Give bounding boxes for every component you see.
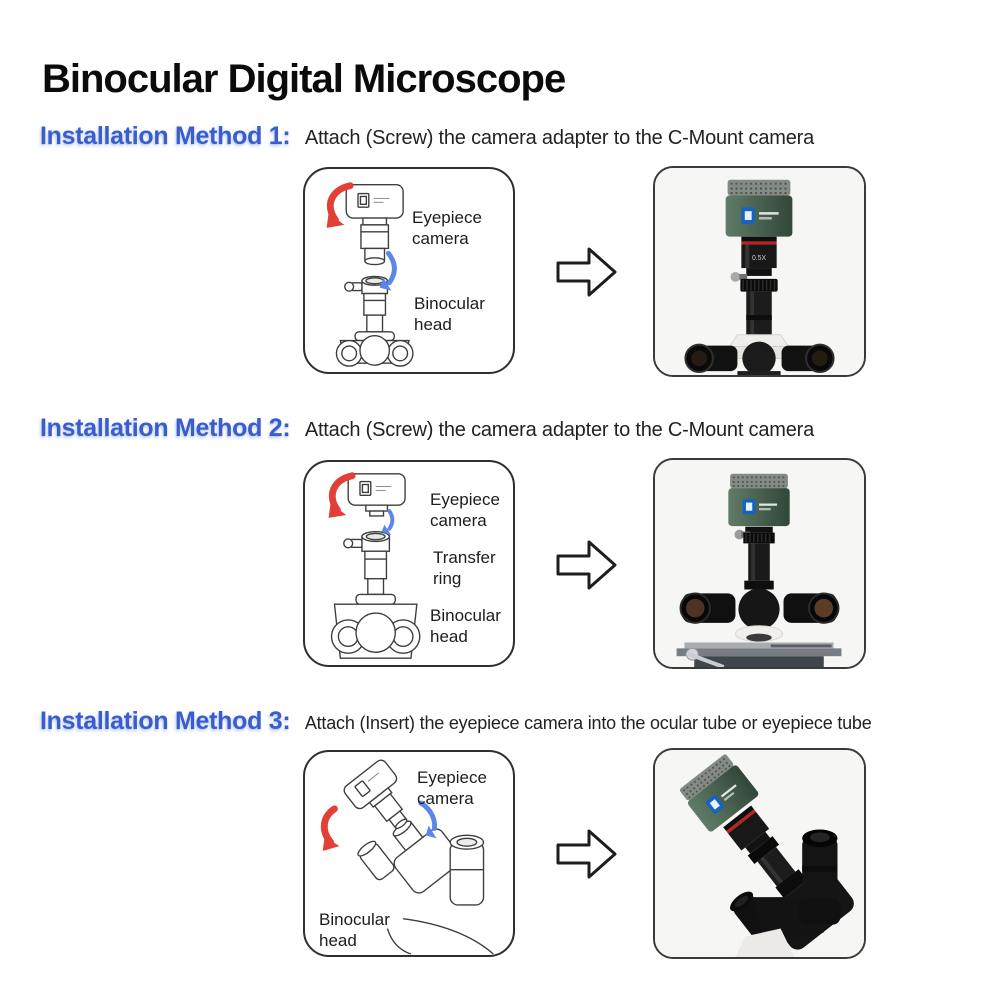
second-eyepiece-tube-photo: [799, 829, 841, 925]
photo-3-camera-in-eyepiece-tube: [655, 750, 864, 957]
label-eyepiece-camera: Eyepiece camera: [412, 208, 482, 248]
right-arrow-icon: [556, 829, 617, 879]
camera-adapter-photo: [734, 526, 775, 590]
diagram-3-drawing: [320, 759, 494, 955]
section-1-heading: Installation Method 1:: [40, 122, 291, 150]
photo-box-2: [653, 458, 866, 669]
insert-arrow-icon: [379, 250, 397, 291]
microscope-stage-photo: [676, 642, 842, 667]
eyepiece-camera-photo: [724, 178, 794, 238]
section-2-description: Attach (Screw) the camera adapter to the…: [304, 419, 815, 441]
insert-arrow-icon: [381, 509, 395, 536]
diagram-2-drawing: [328, 472, 421, 659]
right-arrow-icon: [556, 247, 617, 297]
microscope-arm-photo: [735, 928, 795, 957]
binocular-head-photo: [679, 588, 840, 642]
label-binocular-head: Binocular head: [414, 294, 485, 334]
rotate-arrow-icon: [326, 182, 354, 228]
label-binocular-head: Binocular head: [319, 910, 390, 950]
camera-adapter-photo: 0.5X: [730, 236, 778, 345]
label-eyepiece-camera: Eyepiece camera: [417, 768, 487, 808]
photo-box-1: 0.5X: [653, 166, 866, 377]
section-2-heading-row: Installation Method 2: Attach (Screw) th…: [40, 414, 814, 443]
diagram-box-1: Eyepiece camera Binocular head: [303, 167, 515, 374]
photo-box-3: [653, 748, 866, 959]
label-binocular-head: Binocular head: [430, 606, 501, 646]
section-3-description: Attach (Insert) the eyepiece camera into…: [304, 713, 872, 733]
eyepiece-camera-photo: [727, 472, 791, 527]
label-transfer-ring: Transfer ring: [433, 548, 496, 588]
adapter-marking: 0.5X: [752, 255, 767, 262]
label-eyepiece-camera: Eyepiece camera: [430, 490, 500, 530]
diagram-1-drawing: [326, 182, 414, 367]
section-1-description: Attach (Screw) the camera adapter to the…: [304, 127, 815, 149]
eyepiece-camera-photo: [676, 751, 799, 891]
photo-1-camera-on-binocular-head: 0.5X: [655, 168, 864, 375]
section-2-heading: Installation Method 2:: [40, 414, 291, 442]
diagram-box-2: Eyepiece camera Transfer ring Binocular …: [303, 460, 515, 667]
diagram-box-3: Eyepiece camera Binocular head: [303, 750, 515, 957]
section-3-heading-row: Installation Method 3: Attach (Insert) t…: [40, 707, 872, 736]
section-3-heading: Installation Method 3:: [40, 707, 291, 735]
rotate-arrow-icon: [320, 805, 340, 852]
rotate-arrow-icon: [328, 472, 356, 518]
section-1-heading-row: Installation Method 1: Attach (Screw) th…: [40, 122, 814, 151]
page-title: Binocular Digital Microscope: [42, 56, 566, 101]
photo-2-camera-on-microscope: [655, 460, 864, 667]
right-arrow-icon: [556, 540, 617, 590]
binocular-head-photo: [684, 334, 835, 375]
insert-arrow-icon: [418, 800, 438, 839]
